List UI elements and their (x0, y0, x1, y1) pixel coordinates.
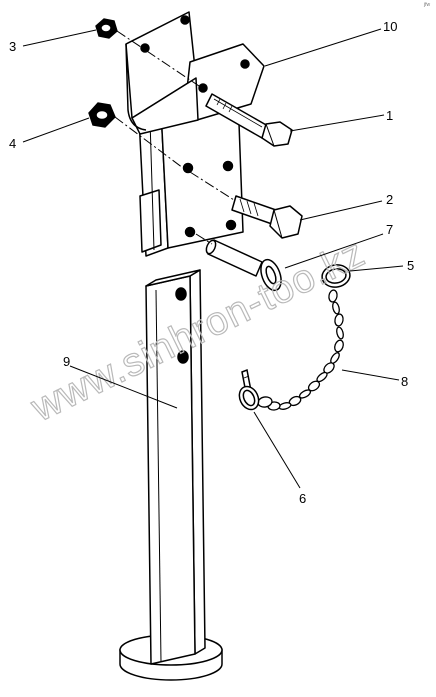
callout-8: 8 (401, 374, 408, 389)
callout-5: 5 (407, 258, 414, 273)
callout-1: 1 (386, 108, 393, 123)
mounting-bracket (125, 11, 265, 257)
bolt-1 (205, 93, 293, 147)
support-leg (145, 269, 206, 665)
hitch-pin-7 (205, 239, 282, 292)
callout-9: 9 (63, 354, 70, 369)
callout-10: 10 (383, 19, 397, 34)
callout-6: 6 (299, 491, 306, 506)
callout-7: 7 (386, 222, 393, 237)
leader-lines (22, 28, 404, 489)
ring-5 (321, 264, 351, 288)
chain-8 (257, 289, 344, 411)
callout-labels: 1 2 3 4 5 6 7 8 9 10 (9, 19, 414, 506)
hex-nut-4 (88, 102, 116, 128)
callout-4: 4 (9, 136, 16, 151)
assembly-axes (114, 30, 235, 245)
hex-nut-3 (95, 18, 118, 39)
callout-3: 3 (9, 39, 16, 54)
callout-2: 2 (386, 192, 393, 207)
lynch-pin-6 (238, 368, 260, 411)
bolt-2 (231, 195, 303, 239)
corner-mark: jfw (423, 2, 431, 8)
